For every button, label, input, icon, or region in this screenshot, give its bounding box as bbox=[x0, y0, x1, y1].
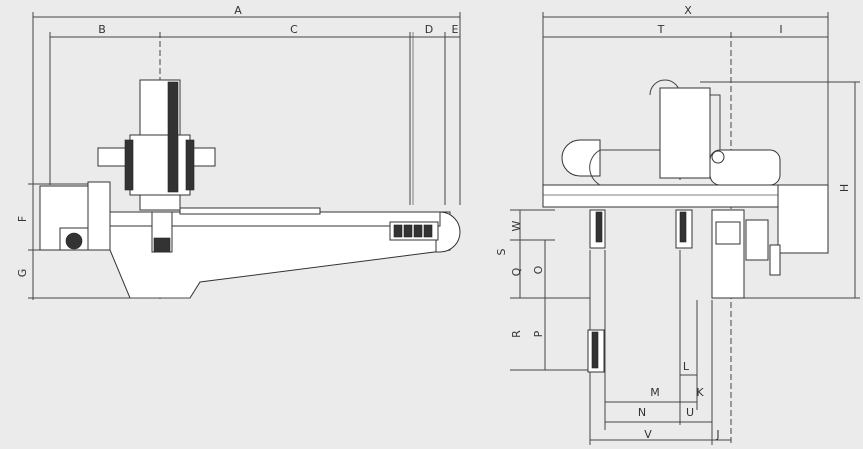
dim-label-B: B bbox=[98, 23, 106, 36]
dim-label-K: K bbox=[696, 386, 704, 399]
dim-label-F: F bbox=[16, 216, 29, 222]
front-view: X T I H S W Q O R P L K M N U V J bbox=[495, 4, 860, 445]
dim-label-N: N bbox=[638, 406, 646, 419]
dim-label-R: R bbox=[510, 330, 523, 338]
front-vertical-arm bbox=[711, 209, 781, 299]
dim-label-D: D bbox=[425, 23, 433, 36]
front-cable-chain bbox=[589, 79, 781, 186]
dim-label-I: I bbox=[779, 23, 782, 36]
dim-label-H: H bbox=[838, 184, 851, 192]
dim-label-G: G bbox=[16, 269, 29, 278]
side-beam bbox=[109, 207, 461, 253]
front-gripper-left bbox=[589, 209, 606, 249]
dim-label-E: E bbox=[452, 23, 459, 36]
side-display-panel bbox=[389, 221, 439, 241]
dim-label-T: T bbox=[657, 23, 665, 36]
dim-label-U: U bbox=[686, 406, 694, 419]
dim-label-W: W bbox=[510, 220, 523, 231]
dim-label-P: P bbox=[532, 330, 545, 337]
dim-label-L: L bbox=[683, 360, 690, 373]
dim-label-S: S bbox=[495, 248, 508, 255]
dim-label-V: V bbox=[644, 428, 652, 441]
dim-label-M: M bbox=[650, 386, 660, 399]
dim-label-Q: Q bbox=[510, 267, 523, 276]
front-beam bbox=[542, 139, 829, 254]
dim-label-J: J bbox=[715, 428, 719, 441]
side-dimension-lines bbox=[28, 12, 461, 300]
side-base bbox=[39, 181, 451, 299]
side-carriage bbox=[97, 79, 216, 253]
dim-label-C: C bbox=[290, 23, 298, 36]
front-dimension-lines bbox=[510, 12, 860, 445]
dim-label-X: X bbox=[684, 4, 692, 17]
dim-label-O: O bbox=[532, 265, 545, 274]
side-cable-chain bbox=[179, 207, 321, 215]
side-view: A B C D E F G bbox=[16, 4, 461, 300]
front-gripper-center bbox=[675, 209, 693, 249]
dim-label-A: A bbox=[234, 4, 242, 17]
front-gripper-lower bbox=[587, 329, 605, 373]
